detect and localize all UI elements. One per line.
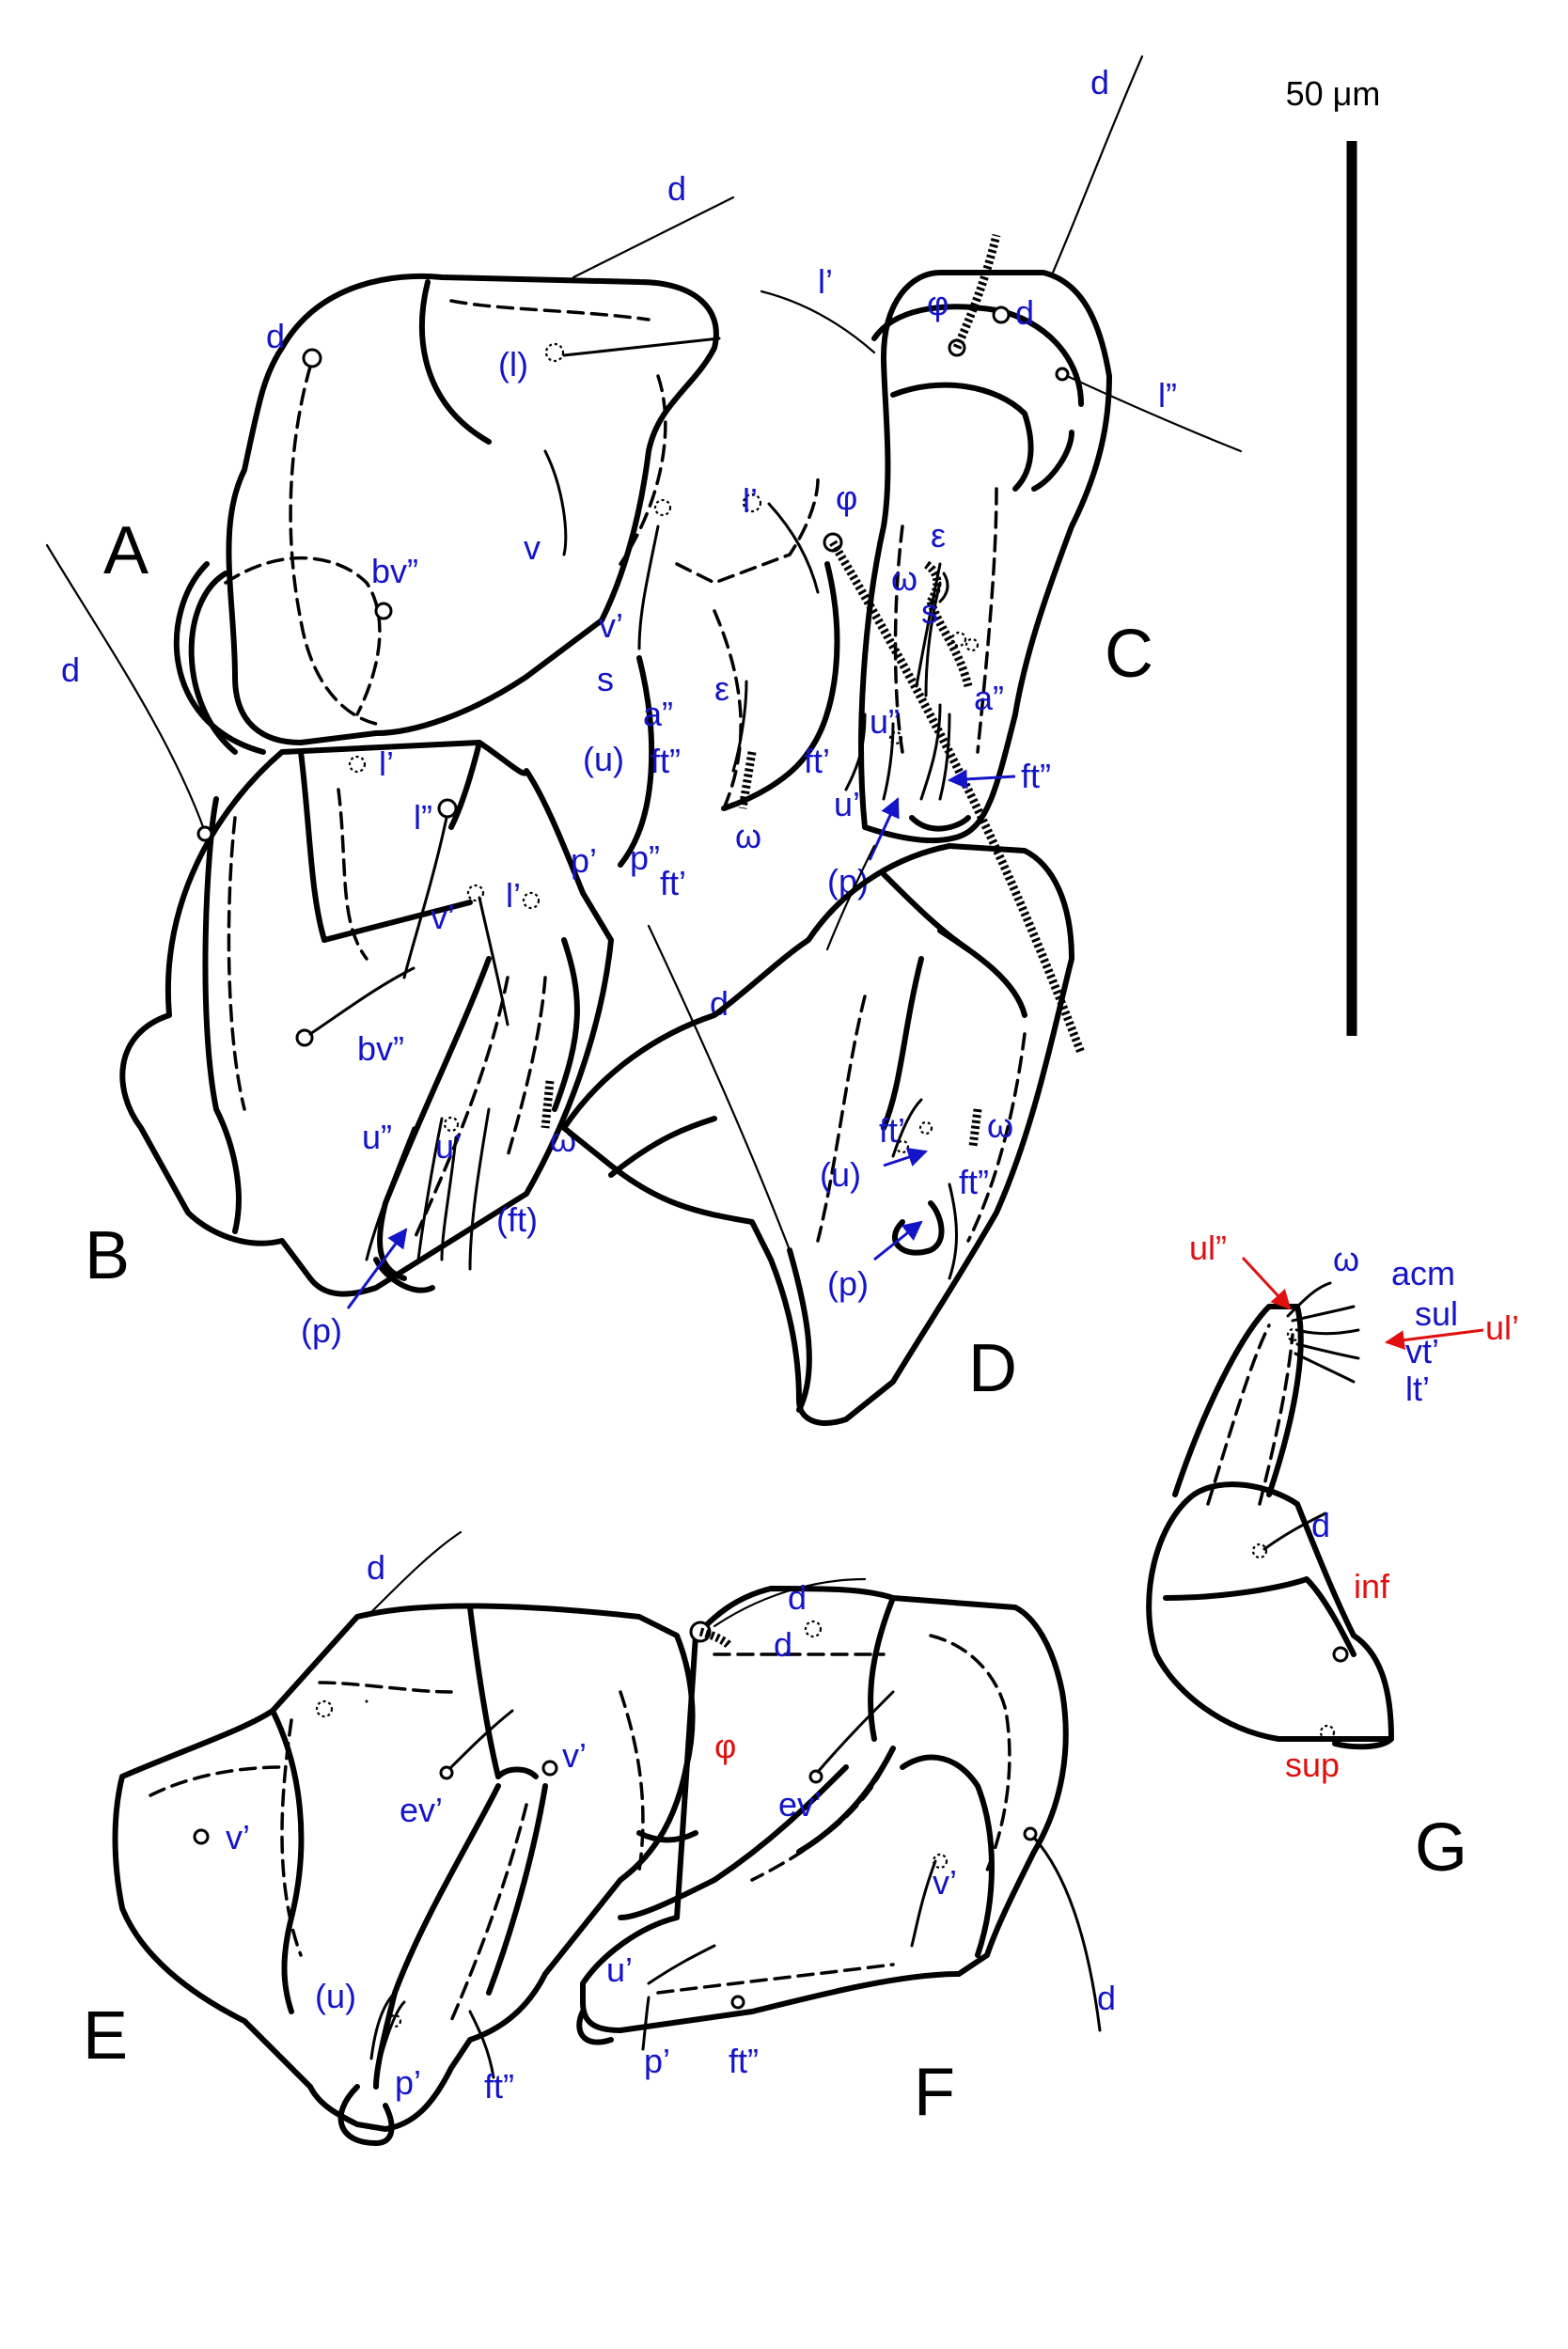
label-omega-g: ω xyxy=(1333,1240,1359,1278)
label-l-dprime-c: l” xyxy=(1158,376,1177,415)
label-l-dprime-b: l” xyxy=(414,798,432,837)
label-ft-prime-d: ft’ xyxy=(879,1111,905,1150)
label-inf-g: inf xyxy=(1354,1567,1390,1605)
label-epsilon-c: ε xyxy=(931,516,946,555)
label-v-prime-e: v’ xyxy=(226,1818,250,1856)
panel-d-letter: D xyxy=(968,1331,1017,1406)
label-v-prime-b: v’ xyxy=(431,898,455,936)
label-u-prime-f: u’ xyxy=(606,1950,633,1989)
label-vt-prime-g: vt’ xyxy=(1405,1332,1439,1370)
label-sul-g: sul xyxy=(1415,1294,1458,1333)
label-u-prime-c: u’ xyxy=(834,785,860,823)
label-u-dprime-b: u” xyxy=(362,1118,392,1156)
panel-c-letter: C xyxy=(1105,617,1153,692)
label-ft-prime-a: ft’ xyxy=(660,864,686,902)
label-d-c: d xyxy=(1015,293,1034,332)
scale-bar: 50 μm xyxy=(1286,74,1381,1036)
label-sup-g: sup xyxy=(1285,1746,1340,1784)
label-u-paren-e: (u) xyxy=(315,1977,356,2015)
label-p-dprime-a: p” xyxy=(630,838,660,877)
label-acm-g: acm xyxy=(1391,1254,1455,1292)
label-omega-d: ω xyxy=(987,1106,1013,1145)
label-a-dprime-c: a” xyxy=(974,679,1004,717)
panel-f-leg: F d d φ ev’ v’ u’ p’ ft” d xyxy=(576,1577,1116,2130)
label-phi-c: φ xyxy=(927,284,949,322)
panel-b-leg: B d l’ l” v’ bv” l’ p’ u” u’ (ft) ω (p) … xyxy=(45,543,792,1350)
panel-e-letter: E xyxy=(83,1998,128,2074)
label-p-paren-b: (p) xyxy=(301,1311,342,1350)
label-p-prime-f: p’ xyxy=(644,2042,670,2080)
label-ft-paren-b: (ft) xyxy=(496,1200,538,1239)
label-ul-prime-g: ul’ xyxy=(1485,1308,1519,1347)
label-omega-a: ω xyxy=(735,817,761,855)
panel-c-leg: C d φ d l’ l” φ ε ω s a” u” ft’ u’ ft” (… xyxy=(760,55,1243,1055)
label-v-prime-a: v’ xyxy=(599,606,623,645)
label-epsilon-a: ε xyxy=(714,669,729,708)
label-d-f2: d xyxy=(774,1625,792,1664)
label-ft-dprime-d: ft” xyxy=(959,1163,989,1201)
label-d-a: d xyxy=(266,317,285,355)
label-u-dprime-c: u” xyxy=(870,702,900,741)
label-lt-prime-g: lt’ xyxy=(1405,1370,1430,1408)
label-s-c: s xyxy=(921,592,938,631)
label-v: v xyxy=(524,528,541,567)
panel-g-leg: G ul” ω acm sul ul’ vt’ lt’ d inf sup xyxy=(1146,1229,1519,1886)
label-bv-dprime-b: bv” xyxy=(357,1029,404,1068)
label-l-prime-b2: l’ xyxy=(506,876,521,915)
label-u-paren-d: (u) xyxy=(820,1155,861,1194)
label-ev-prime-f: ev’ xyxy=(778,1785,822,1824)
panel-e-leg: E d v’ v’ ev’ (u) p’ ft” xyxy=(83,1530,696,2146)
label-l-prime-c: l’ xyxy=(818,262,833,301)
label-s-a: s xyxy=(597,660,614,698)
label-ft-dprime-c: ft” xyxy=(1021,757,1051,795)
label-d-c-top: d xyxy=(1090,63,1109,102)
label-p-prime-b: p’ xyxy=(571,841,597,880)
panel-a-letter: A xyxy=(103,513,149,588)
label-v-prime-f: v’ xyxy=(933,1863,957,1902)
panel-a-leg: A d d (l) v bv” v’ s a” (u) ft” l’ ε ω p… xyxy=(103,169,840,902)
label-ft-dprime-f: ft” xyxy=(729,2042,759,2080)
label-d-f3: d xyxy=(1097,1979,1116,2017)
label-ev-prime-e: ev’ xyxy=(400,1791,443,1829)
label-ft-dprime-e: ft” xyxy=(484,2067,514,2106)
panel-f-letter: F xyxy=(914,2055,955,2130)
panel-d-leg: D ft’ ω (u) ft” (p) xyxy=(561,843,1074,1426)
label-d-e: d xyxy=(367,1548,385,1587)
label-u-prime-b: u’ xyxy=(435,1127,462,1166)
label-l-prime-a: l’ xyxy=(743,481,758,520)
label-v-prime-e2: v’ xyxy=(562,1736,587,1775)
label-phi-c2: φ xyxy=(836,478,857,517)
label-d-b: d xyxy=(61,650,80,689)
label-p-prime-e: p’ xyxy=(395,2063,421,2102)
label-l-prime-b: l’ xyxy=(379,744,394,783)
panel-b-letter: B xyxy=(85,1218,130,1293)
label-ft-prime-c: ft’ xyxy=(804,742,830,780)
label-phi-f: φ xyxy=(714,1727,736,1765)
label-omega-c: ω xyxy=(891,559,917,598)
label-d-g: d xyxy=(1311,1506,1330,1544)
label-d-a2: d xyxy=(667,169,686,208)
panel-g-letter: G xyxy=(1415,1810,1467,1886)
label-p-paren-d: (p) xyxy=(827,1264,869,1303)
label-bv-dprime-a: bv” xyxy=(371,552,418,590)
label-u-paren-a: (u) xyxy=(583,740,624,778)
label-d-f: d xyxy=(788,1578,807,1617)
scale-bar-label: 50 μm xyxy=(1286,74,1381,113)
label-ul-dprime-g: ul” xyxy=(1189,1229,1227,1267)
label-ft-dprime-a: ft” xyxy=(651,742,681,780)
label-l-paren: (l) xyxy=(498,345,528,384)
label-a-dprime-a: a” xyxy=(643,695,673,733)
